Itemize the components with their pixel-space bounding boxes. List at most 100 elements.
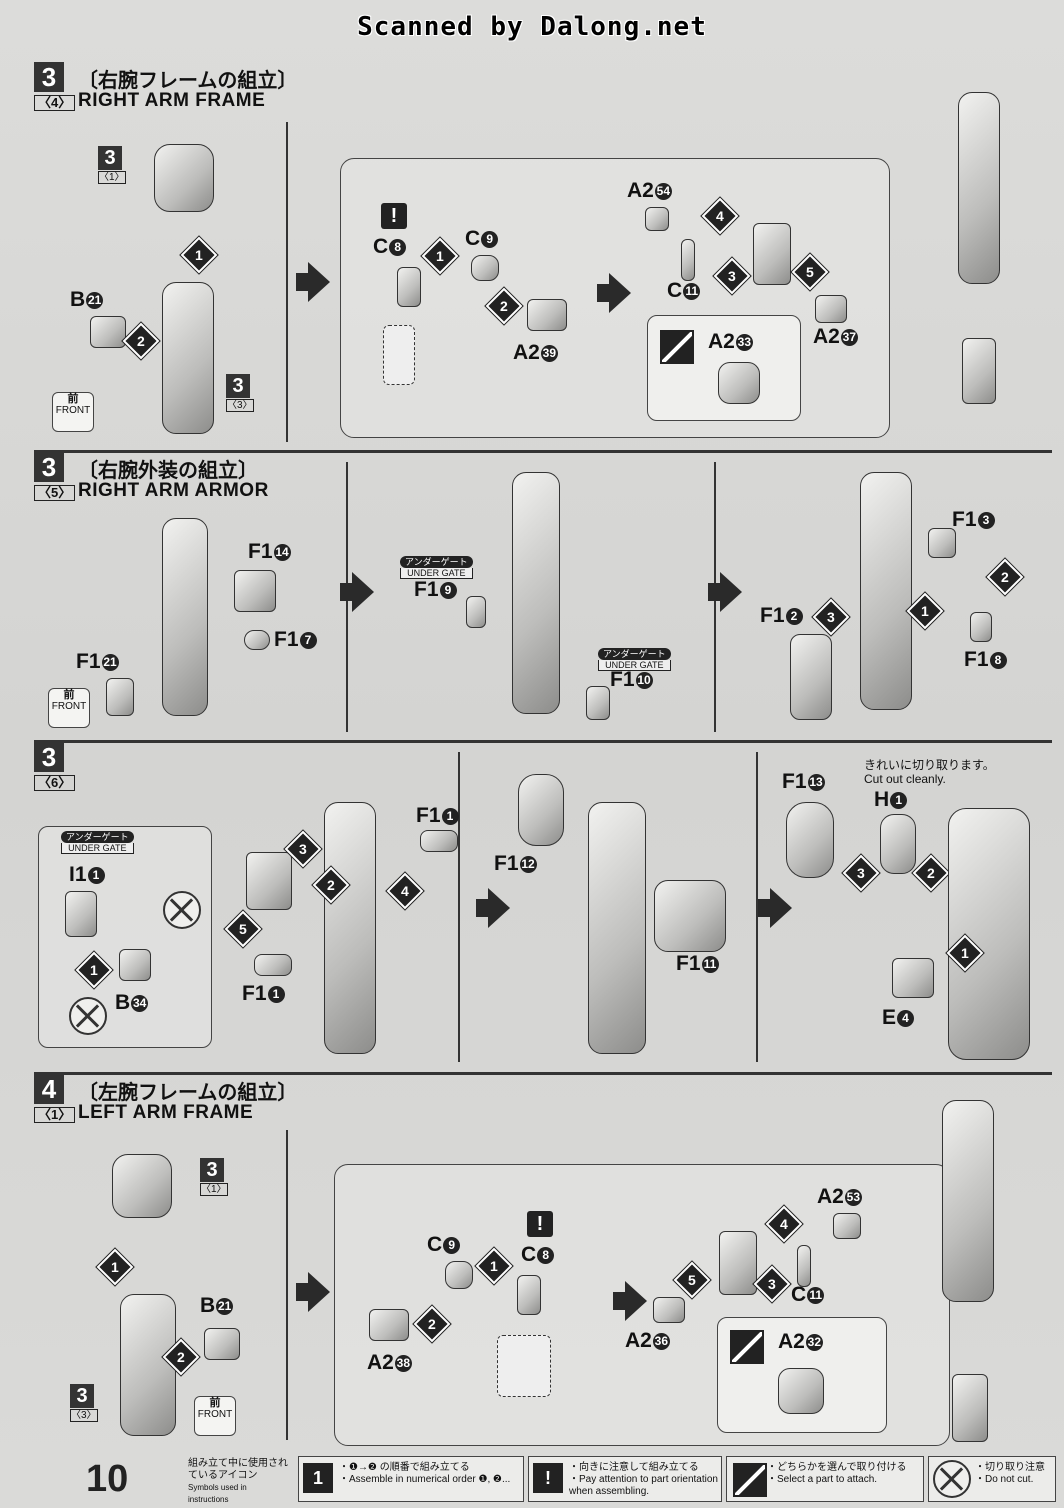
forearm-frame-part <box>753 223 791 285</box>
substep-number: 〈4〉 <box>34 95 76 111</box>
substep-number: 〈1〉 <box>34 1107 76 1123</box>
substep-number: 〈5〉 <box>34 485 76 501</box>
f121-part <box>106 678 134 716</box>
flow-arrow-icon <box>476 888 510 928</box>
step-marker: 4 <box>386 872 424 910</box>
do-not-cut-icon <box>933 1460 971 1498</box>
step-marker: 2 <box>912 854 950 892</box>
step-marker: 5 <box>673 1261 711 1299</box>
select-part-icon <box>733 1463 767 1497</box>
step-marker: 2 <box>986 558 1024 596</box>
scanner-credit: Scanned by Dalong.net <box>357 12 707 42</box>
a233-hand-part <box>718 362 760 404</box>
b21-part <box>90 316 126 348</box>
step-marker: 4 <box>765 1205 803 1243</box>
c11-part <box>681 239 695 281</box>
hand-frame-part <box>952 1374 988 1442</box>
do-not-cut-icon <box>69 997 107 1035</box>
a254-part <box>645 207 669 231</box>
f17-part <box>244 630 270 650</box>
sequence-icon: 1 <box>303 1463 333 1493</box>
arm-assembly-part <box>324 802 376 1054</box>
f113-part <box>786 802 834 878</box>
section-title-jp: 〔右腕フレームの組立〕 <box>78 70 298 92</box>
assembled-arm-frame-part <box>942 1100 994 1302</box>
step-marker: 1 <box>96 1248 134 1286</box>
f110-part <box>586 686 610 720</box>
step-number: 4 <box>34 1074 64 1104</box>
f18-part <box>970 612 992 642</box>
step-marker: 3 <box>713 257 751 295</box>
c8-detail-part <box>383 325 415 385</box>
warning-icon: ! <box>533 1463 563 1493</box>
flow-arrow-icon <box>613 1281 647 1321</box>
divider <box>286 122 288 442</box>
section-title-en: RIGHT ARM FRAME <box>78 90 266 111</box>
section-title-jp: 〔左腕フレームの組立〕 <box>78 1082 298 1104</box>
arm-assembly-part <box>588 802 646 1054</box>
section-title-en: LEFT ARM FRAME <box>78 1102 254 1123</box>
f19-part <box>466 596 486 628</box>
step-marker: 2 <box>485 287 523 325</box>
legend-item-select: ・どちらかを選んで取り付ける・Select a part to attach. <box>726 1456 924 1502</box>
step-marker: 1 <box>475 1247 513 1285</box>
shoulder-frame-part <box>154 144 214 212</box>
step-number: 3 <box>34 742 64 772</box>
e4-part <box>892 958 934 998</box>
arm-assembly-part <box>860 472 912 710</box>
c9-part <box>445 1261 473 1289</box>
c8-part <box>517 1275 541 1315</box>
section-left-arm-frame: 4 〈1〉 〔左腕フレームの組立〕 LEFT ARM FRAME 3〈1〉 1 … <box>34 1074 1052 1448</box>
step-number: 3 <box>34 452 64 482</box>
i11-part <box>65 891 97 937</box>
f112-part <box>518 774 564 846</box>
step-marker: 1 <box>906 592 944 630</box>
section-header: 4 〈1〉 〔左腕フレームの組立〕 LEFT ARM FRAME <box>34 1074 297 1123</box>
b34-part <box>119 949 151 981</box>
f12-part <box>790 634 832 720</box>
flow-arrow-icon <box>597 273 631 313</box>
section-title-en: RIGHT ARM ARMOR <box>78 480 269 501</box>
c11-part <box>797 1245 811 1287</box>
step-marker: 1 <box>421 237 459 275</box>
warning-icon: ! <box>381 203 407 229</box>
arm-assembly-part <box>162 518 208 716</box>
step-marker: 2 <box>413 1305 451 1343</box>
section-header: 3 〈5〉 〔右腕外装の組立〕 RIGHT ARM ARMOR <box>34 452 268 501</box>
flow-arrow-icon <box>708 572 742 612</box>
step-marker: 3 <box>812 598 850 636</box>
h1-part <box>880 814 916 874</box>
b21-part <box>204 1328 240 1360</box>
f114-part <box>234 570 276 612</box>
step-marker: 4 <box>701 197 739 235</box>
upper-arm-frame-part <box>162 282 214 434</box>
a237-part <box>815 295 847 323</box>
divider <box>286 1130 288 1440</box>
c8-detail-part <box>497 1335 551 1397</box>
